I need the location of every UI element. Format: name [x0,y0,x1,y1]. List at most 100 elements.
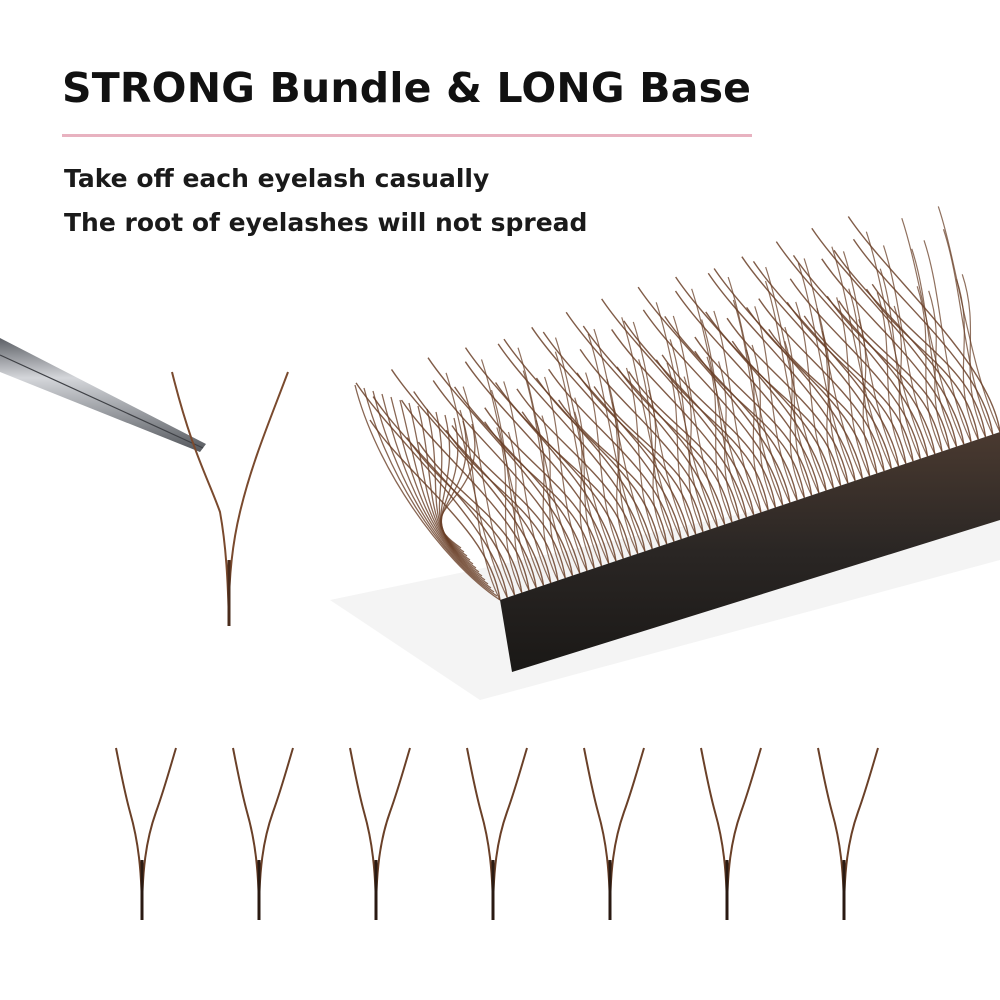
lash-fiber [694,336,813,496]
lash-fiber [445,372,508,598]
lash-fiber [691,288,755,516]
lash-fiber [784,341,805,499]
lash-fiber [464,347,617,562]
y-lash-icon [232,747,294,920]
lash-fiber [642,309,784,506]
lash-fiber [544,376,588,572]
lash-fiber [942,229,994,435]
lash-fiber [548,368,675,542]
lash-fiber [451,425,566,579]
lash-strip-fibers [354,206,1000,601]
lash-fiber [427,357,581,574]
lash-fiber [497,343,646,552]
lash-fiber [803,315,914,462]
y-lash-icon [115,747,177,920]
lash-fiber [484,421,595,569]
lash-fiber [816,308,849,484]
lash-fiber [616,366,733,523]
lash-fiber [484,407,603,567]
lash-fiber [606,378,639,555]
lash-fiber [354,384,501,601]
lash-fiber [439,423,476,549]
lash-fiber [399,399,486,581]
lash-fiber [445,429,559,581]
y-lash-icon [700,747,762,920]
lash-fiber [789,278,921,459]
lash-fiber [655,302,718,528]
lash-fiber [621,317,682,540]
accent-rule [62,134,752,137]
headline: STRONG Bundle & LONG Base [62,64,752,112]
lash-fiber [601,298,755,515]
lash-fiber [632,321,689,537]
lash-fiber [542,331,690,537]
lash-fiber [593,328,653,550]
lash-fiber [923,240,972,443]
lash-fiber [838,300,950,450]
lash-fiber [706,356,733,523]
subline-take-off: Take off each eyelash casually [64,164,490,193]
lash-fiber [440,417,468,557]
y-lash-icon [817,747,879,920]
y-lash-icon [171,371,289,626]
lash-fiber [435,411,474,565]
lash-fiber [576,372,697,535]
lash-fiber [521,411,632,557]
lash-fiber [579,348,711,530]
lash-strip-base [500,432,1000,672]
lash-fiber [637,286,791,503]
lash-fiber [408,402,483,577]
lash-fiber [417,405,480,573]
lash-strip-icon [354,206,1000,672]
lash-fiber [464,361,610,564]
lash-fiber [675,276,827,491]
lash-fiber [372,390,495,593]
lash-fiber [928,290,950,450]
lash-fiber [847,216,1000,433]
lash-fiber [821,330,842,486]
lash-fiber [741,256,892,469]
lash-fiber [440,420,467,553]
lash-fiber [593,386,704,532]
y-lash-icon [583,747,645,920]
lash-fiber [558,399,668,545]
lash-fiber [746,306,871,476]
y-lash-icon [349,747,411,920]
lash-fiber [731,340,842,486]
lash-fiber [627,371,740,520]
lash-fiber [768,328,878,474]
lash-fiber [871,283,987,437]
lash-fiber [775,241,929,457]
lash-fiber [758,298,885,472]
lash-fiber [786,301,907,464]
lash-fiber [765,266,827,491]
lash-fiber [726,317,849,484]
lash-fiber [494,382,624,559]
lash-fiber [565,311,719,528]
lash-fiber [803,258,863,479]
lash-fiber [916,286,943,452]
lash-fiber [390,396,489,585]
tweezers-icon [0,338,206,452]
lash-fiber [865,288,979,440]
lash-fiber [664,315,798,501]
lash-fiber [516,388,639,554]
lash-fiber [717,361,740,520]
lash-fiber [440,414,471,561]
lash-fiber [454,386,588,571]
lash-fiber [535,377,661,547]
lash-fiber [707,272,856,481]
lash-fiber [574,411,595,569]
lash-fiber [842,251,900,467]
lash-fiber [705,311,835,489]
lash-fiber [901,218,965,445]
lash-fiber [355,382,508,598]
single-lash-row [115,747,879,920]
lash-fiber [381,393,492,589]
lash-fiber [727,276,791,503]
lash-fiber [661,354,777,508]
lash-fiber [754,306,798,501]
lash-fiber [417,441,530,591]
lash-fiber [503,381,552,584]
lash-fiber [400,399,537,588]
